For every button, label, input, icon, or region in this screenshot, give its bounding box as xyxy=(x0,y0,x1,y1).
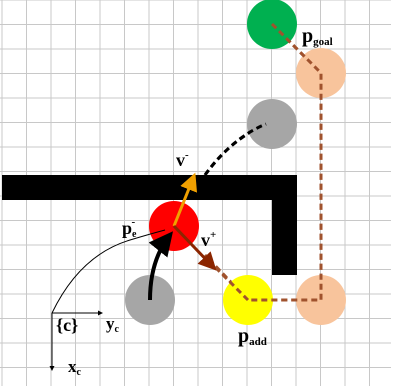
planned-path-overlay xyxy=(248,22,323,302)
label-p-e: pe- xyxy=(122,216,137,240)
label-v-plus: v+ xyxy=(201,229,216,250)
waypoint-circle-bottom xyxy=(296,275,346,325)
executed-trajectory xyxy=(148,231,173,301)
label-p-add: padd xyxy=(238,325,267,348)
label-v-minus: v- xyxy=(176,149,189,170)
velocity-minus-arrow xyxy=(172,172,198,227)
obstacle-horizontal-wall xyxy=(2,175,297,200)
label-p-goal: pgoal xyxy=(302,25,333,48)
frame-vector-curve xyxy=(51,229,166,314)
future-path-overlay xyxy=(203,122,267,176)
robot-future-circle xyxy=(247,99,297,149)
label-axis-x: xc xyxy=(68,357,82,378)
velocity-plus-arrow xyxy=(172,224,217,271)
obstacle-vertical-wall xyxy=(272,200,297,275)
label-axis-y: yc xyxy=(106,314,120,335)
label-frame-c: {c} xyxy=(56,315,78,335)
